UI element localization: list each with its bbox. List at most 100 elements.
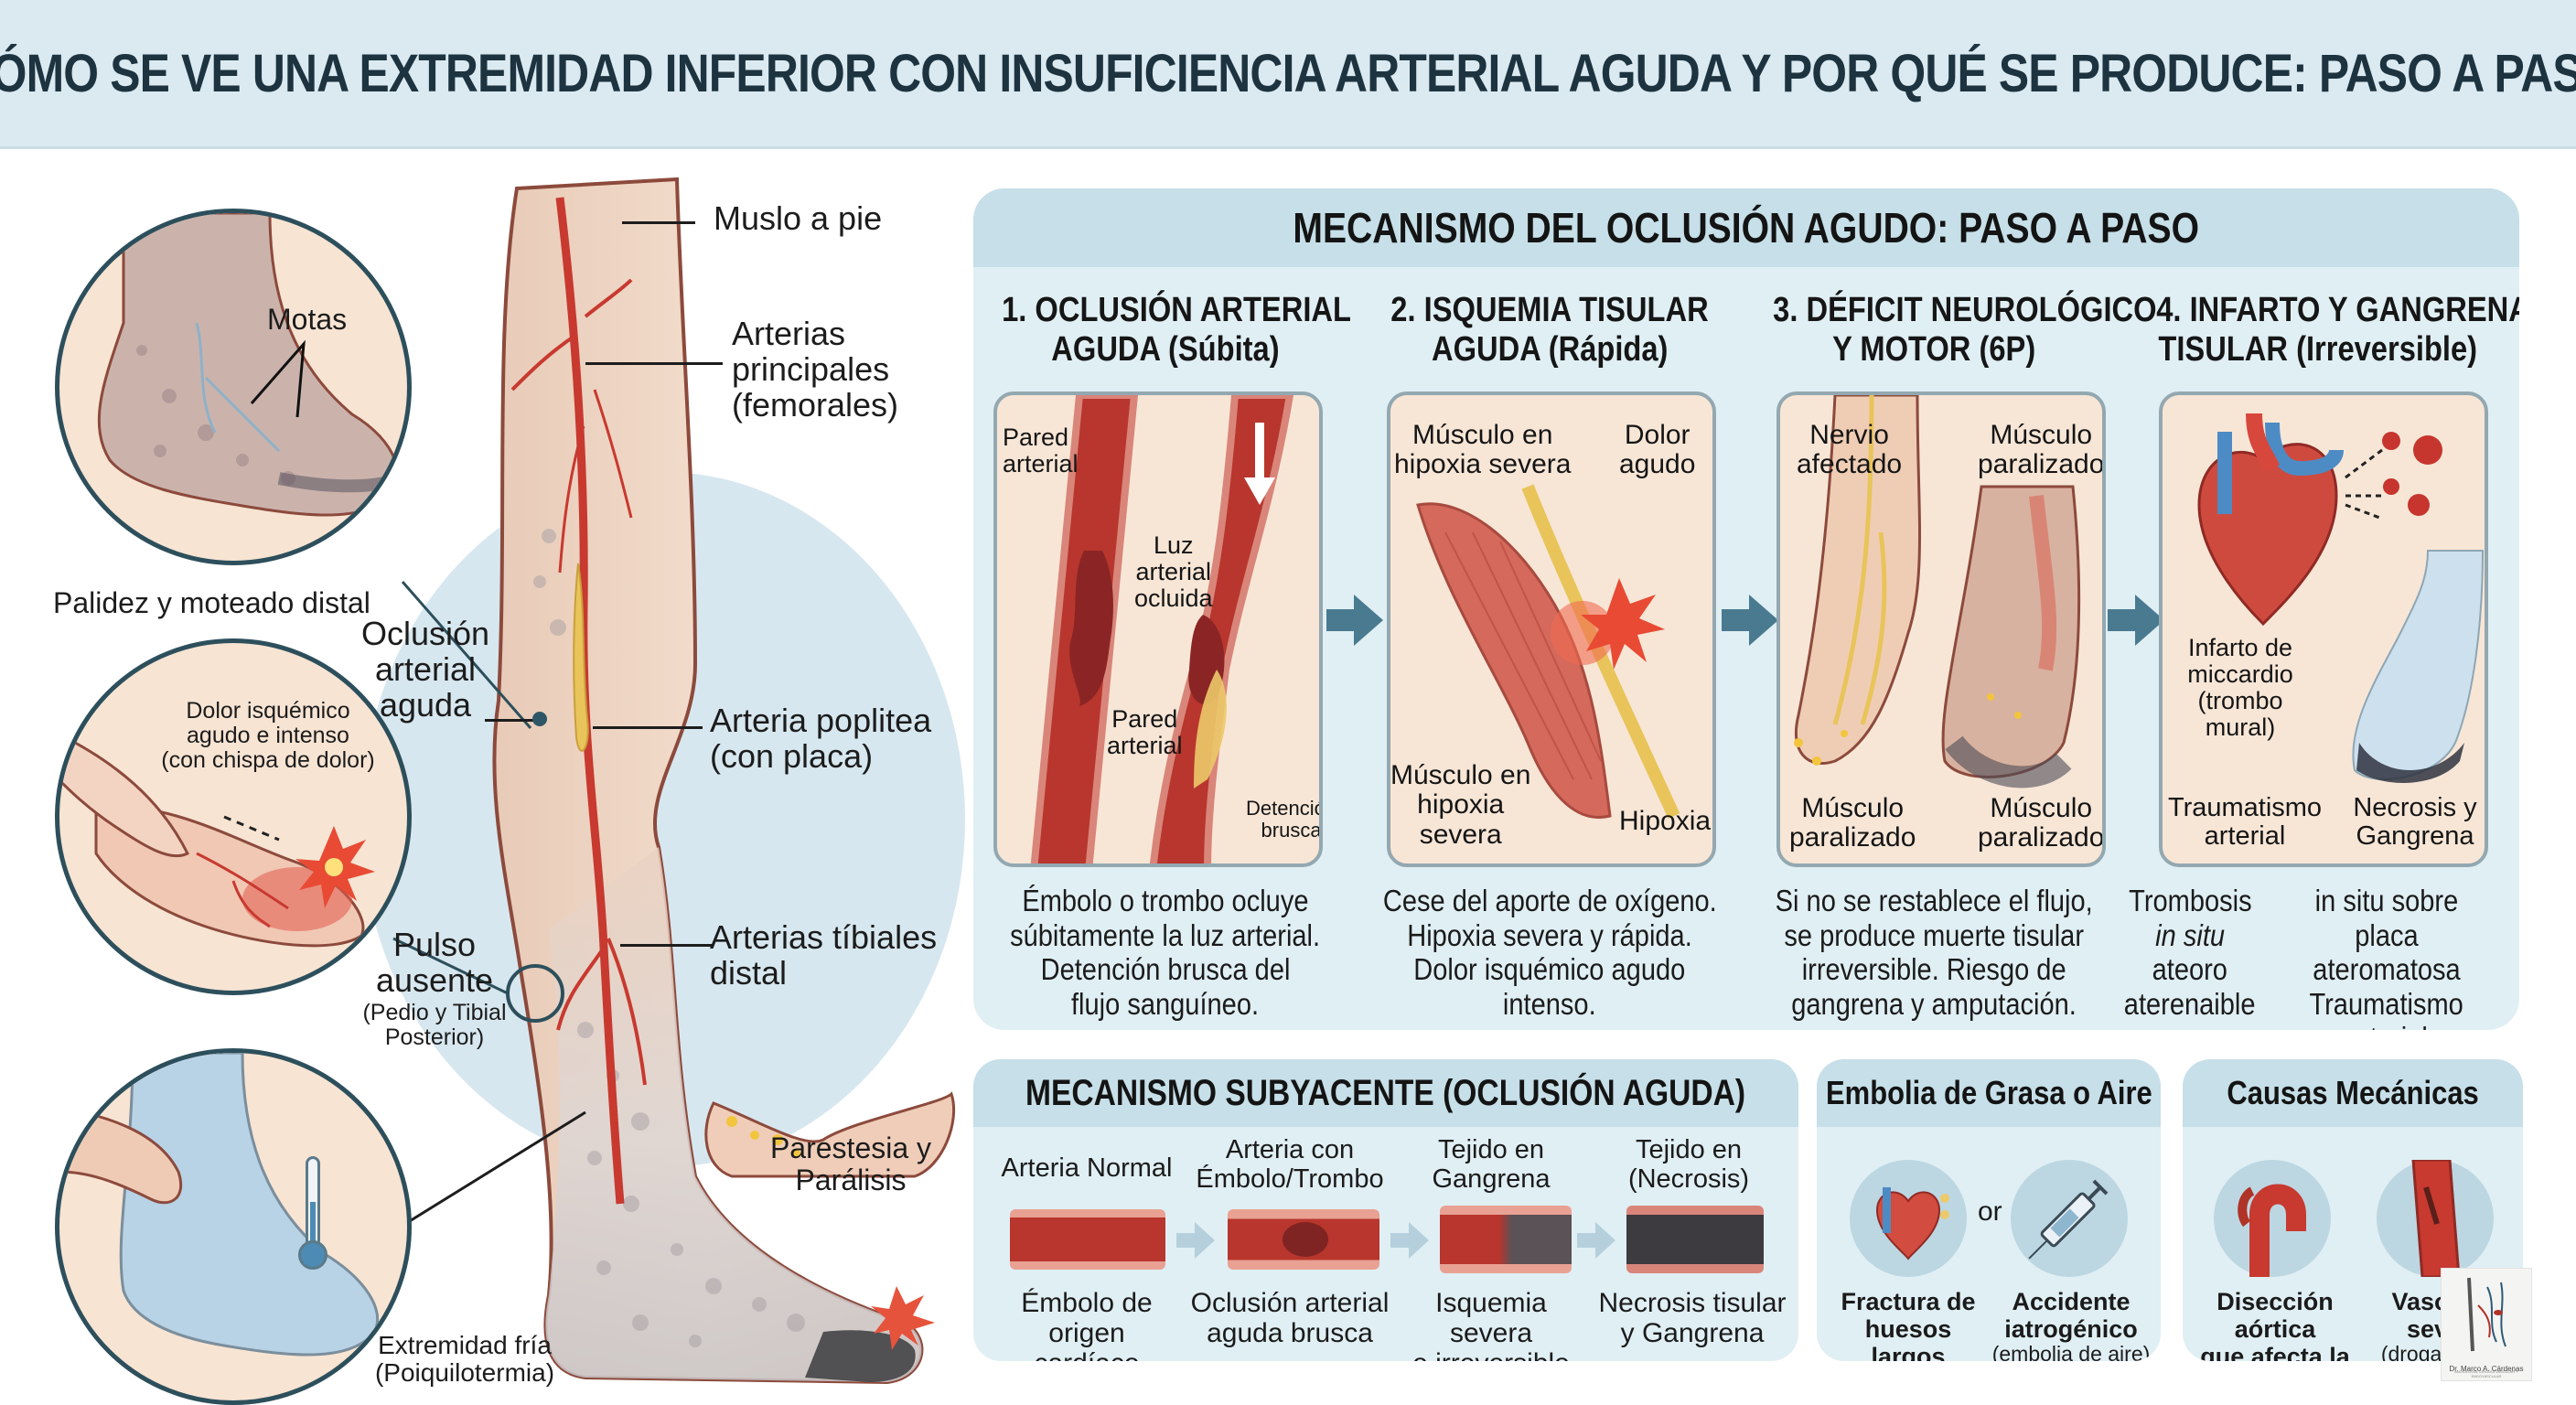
acute-occlusion-label: Oclusión arterial aguda <box>360 615 490 724</box>
step-2-description: Cese del aporte de oxígeno. Hipoxia seve… <box>1382 884 1717 1021</box>
mechanism-header: MECANISMO DEL OCLUSIÓN AGUDO: PASO A PAS… <box>973 188 2519 267</box>
leader-line <box>620 944 712 947</box>
mechanical-causes-title: Causas Mecánicas <box>2227 1074 2479 1111</box>
heart-icon <box>1850 1160 1967 1277</box>
cold-zoom-circle <box>55 1048 412 1405</box>
underlying-mechanism-title: MECANISMO SUBYACENTE (OCLUSIÓN AGUDA) <box>1025 1072 1746 1113</box>
step-3-illustration: Nervio afectado Músculo paralizado Múscu… <box>1776 391 2106 867</box>
step-1-illustration: Pared arterial Luz arterial ocluida Pare… <box>993 391 1323 867</box>
thermometer-icon <box>295 1156 331 1275</box>
hypoxic-muscle-drawing <box>1416 484 1680 819</box>
step-3-description: Si no se restablece el flujo, se produce… <box>1775 884 2093 1021</box>
fat-air-embolism-panel: Embolia de Grasa o Aire or Fractura de h… <box>1817 1059 2161 1361</box>
occluded-artery-drawing <box>1030 395 1294 863</box>
arterial-trauma-label: Traumatismo arterial <box>2167 793 2323 852</box>
mechanism-title: MECANISMO DEL OCLUSIÓN AGUDO: PASO A PAS… <box>1293 204 2200 252</box>
step-1-title: 1. OCLUSIÓN ARTERIAL AGUDA (Súbita) <box>1002 291 1351 370</box>
transition-arrow-icon <box>1390 1222 1429 1259</box>
occluded-lumen-label: Luz arterial ocluida <box>1134 531 1213 613</box>
step-arrow-icon <box>1722 595 1778 646</box>
cold-foot-drawing <box>59 1053 380 1357</box>
mechanical-causes-panel: Causas Mecánicas Disección aórtica que a… <box>2183 1059 2523 1361</box>
stage-normal-caption: Émbolo de origencardíaco <box>1021 1288 1153 1361</box>
embolism-header: Embolia de Grasa o Aire <box>1817 1059 2161 1127</box>
necrosis-gangrene-label: Necrosis y Gangrena <box>2353 793 2477 852</box>
step-3-title: 3. DÉFICIT NEUROLÓGICO Y MOTOR (6P) <box>1773 291 2157 370</box>
vessel-injury-icon <box>2377 1158 2494 1279</box>
paralyzed-muscle-label-1: Músculo paralizado <box>1978 420 2105 480</box>
syringe-icon <box>2011 1160 2128 1277</box>
necrosis-artery-icon <box>1626 1206 1764 1273</box>
arterial-wall-label-2: Pared arterial <box>1107 705 1183 760</box>
paresthesia-label: Parestesia y Parálisis <box>769 1132 932 1196</box>
step-1-description: Émbolo o trombo ocluye súbitamente la lu… <box>1010 884 1321 1021</box>
absent-pulse-detail: (Pedio y Tibial Posterior) <box>362 1000 507 1050</box>
embolism-title: Embolia de Grasa o Aire <box>1825 1074 2152 1111</box>
leg-illustration: Motas Palidez y moteado distal Dolor isq… <box>0 152 970 1405</box>
painful-foot-drawing <box>59 733 375 948</box>
stage-normal: Arteria Normal <box>1001 1153 1173 1183</box>
stage-gangrene-caption: Isquemia severae irreversible <box>1412 1288 1570 1361</box>
myocardial-infarction-label: Infarto de miccardio (trombo mural) <box>2187 634 2293 742</box>
pain-label: Dolor isquémico agudo e intenso (con chi… <box>161 698 375 773</box>
arterial-wall-label-1: Pared arterial <box>1003 424 1079 478</box>
underlying-mechanism-panel: MECANISMO SUBYACENTE (OCLUSIÓN AGUDA) Ar… <box>973 1059 1798 1361</box>
or-connector: or <box>1978 1196 2002 1227</box>
transition-arrow-icon <box>1176 1222 1215 1259</box>
page-header: CÓMO SE VE UNA EXTREMIDAD INFERIOR CON I… <box>0 0 2576 149</box>
occlusion-marker <box>532 712 547 726</box>
hypoxic-muscle-label-2: Músculo en hipoxia severa <box>1390 760 1531 850</box>
absent-pulse-label: Pulso ausente <box>375 926 494 999</box>
step-2-title: 2. ISQUEMIA TISULAR AGUDA (Rápida) <box>1390 291 1709 370</box>
leader-line <box>585 362 723 365</box>
stage-necrosis: Tejido en(Necrosis) <box>1627 1135 1750 1194</box>
leg-drawing <box>392 177 956 1385</box>
step-4-illustration: Infarto de miccardio (trombo mural) Trau… <box>2159 391 2488 867</box>
step-4-description-left: Trombosis in situ ateoro aterenaible <box>2124 884 2256 1021</box>
iatrogenic-accident-caption: Accidente iatrogénico (embolia de aire) <box>1991 1288 2151 1361</box>
page-title: CÓMO SE VE UNA EXTREMIDAD INFERIOR CON I… <box>0 43 2576 103</box>
long-bone-fracture-caption: Fractura de huesos largos (embolia de gr… <box>1841 1288 1976 1361</box>
motas-pointer <box>250 339 306 418</box>
leader-line <box>593 726 703 729</box>
affected-nerve-label: Nervio afectado <box>1797 420 1903 480</box>
pallor-caption: Palidez y moteado distal <box>53 586 370 619</box>
step-arrow-icon <box>1326 595 1383 646</box>
vascular-logo-icon <box>2467 1277 2506 1352</box>
logo-name: Dr. Marco A. Cárdenas <box>2449 1365 2524 1373</box>
pain-zoom-circle <box>55 638 412 995</box>
main-arteries-label: Arterias principales (femorales) <box>732 315 899 424</box>
popliteal-label: Arteria poplitea (con placa) <box>710 702 932 775</box>
leader-line <box>485 719 535 722</box>
logo-subtitle: ANGIOLOGÍA, CIRUGÍA VASCULAR Y ENDOVASCU… <box>2454 1369 2518 1378</box>
hypoxic-muscle-label-1: Músculo en hipoxia severa <box>1394 420 1572 480</box>
underlying-mechanism-header: MECANISMO SUBYACENTE (OCLUSIÓN AGUDA) <box>973 1059 1798 1127</box>
acute-pain-label: Dolor agudo <box>1619 420 1696 480</box>
heart-and-gangrene-drawing <box>2197 413 2485 783</box>
motas-label: Motas <box>267 303 348 336</box>
author-logo: Dr. Marco A. Cárdenas ANGIOLOGÍA, CIRUGÍ… <box>2441 1268 2532 1381</box>
paralyzed-muscle-label-2: Músculo paralizado <box>1789 793 1916 853</box>
aorta-icon <box>2214 1160 2331 1277</box>
cold-limb-label: Extremidad fría (Poiquilotermia) <box>374 1331 555 1388</box>
aortic-dissection-caption: Disección aórtica que afecta la extremid… <box>2200 1288 2350 1361</box>
tibial-label: Arterias tíbiales distal <box>710 918 938 992</box>
hypoxia-label: Hipoxia <box>1619 806 1712 836</box>
normal-artery-icon <box>1010 1209 1165 1270</box>
transition-arrow-icon <box>1577 1222 1615 1259</box>
mechanical-causes-header: Causas Mecánicas <box>2183 1059 2523 1127</box>
mechanism-panel: MECANISMO DEL OCLUSIÓN AGUDO: PASO A PAS… <box>973 188 2519 1030</box>
step-4-title: 4. INFARTO Y GANGRENA TISULAR (Irreversi… <box>2156 291 2519 370</box>
mottled-foot-drawing <box>97 213 400 517</box>
abrupt-stop-label: Detención brusca <box>1246 797 1322 842</box>
paralyzed-feet-drawing <box>1794 395 2081 788</box>
embolus-artery-icon <box>1228 1209 1379 1270</box>
step-4-description-right: in situ sobre placa ateromatosa Traumati… <box>2309 884 2464 1030</box>
leader-line <box>622 221 695 224</box>
paralyzed-muscle-label-3: Músculo paralizado <box>1978 793 2105 853</box>
gangrene-artery-icon <box>1440 1206 1572 1273</box>
